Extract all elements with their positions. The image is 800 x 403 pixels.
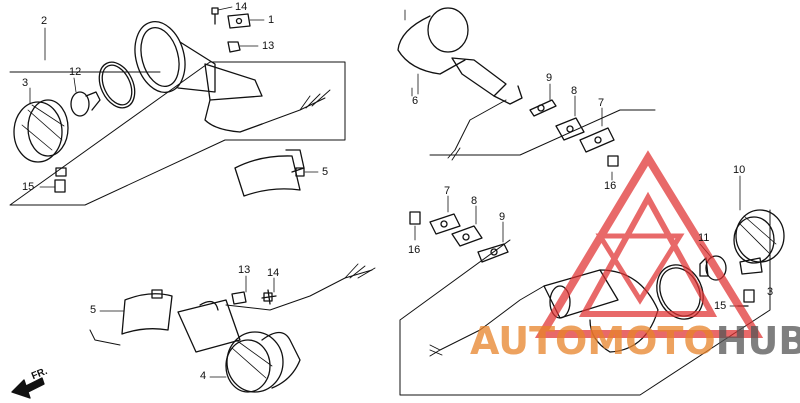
upper-right-frame [404, 9, 656, 156]
screw-part-15-upper [54, 167, 67, 193]
bulb-part-12 [70, 91, 101, 117]
housing-part-4 [177, 299, 301, 393]
nut-part-16-upper [607, 155, 619, 167]
label-part-7-upper: 7 [598, 97, 605, 109]
nut-part-13-upper [227, 41, 241, 53]
housing-part-2 [134, 21, 331, 133]
label-part-8-upper: 8 [571, 85, 578, 97]
label-part-2: 2 [41, 15, 48, 27]
label-part-16-lower: 16 [408, 244, 421, 256]
watermark-text-part3: HUB [715, 319, 800, 363]
label-part-1: 1 [268, 14, 275, 26]
spacer-part-7-upper [579, 127, 615, 153]
housing-part-6 [397, 7, 523, 161]
label-part-6: 6 [412, 95, 419, 107]
lower-right-frame [399, 209, 771, 396]
label-part-13-upper: 13 [262, 40, 275, 52]
label-part-12: 12 [69, 66, 82, 78]
leader-lines-right-middle [414, 195, 504, 243]
label-part-4: 4 [200, 370, 207, 382]
label-part-5-lower: 5 [90, 304, 97, 316]
spacer-part-9-upper [529, 99, 557, 117]
upper-left-frame [9, 61, 346, 206]
nut-part-13-lower [231, 291, 247, 305]
clamp-part-5-upper [234, 149, 305, 197]
label-part-8-lower: 8 [471, 195, 478, 207]
label-part-11: 11 [698, 232, 710, 244]
label-part-10: 10 [733, 164, 746, 176]
label-part-9-lower: 9 [499, 211, 506, 223]
front-direction-arrow [11, 377, 45, 399]
lower-left-frame [89, 329, 121, 346]
label-part-15-upper: 15 [22, 181, 35, 193]
spacer-part-9-lower [477, 243, 509, 263]
label-part-5-upper: 5 [322, 166, 329, 178]
spacer-part-7-lower [429, 213, 461, 235]
lens-part-10 [733, 209, 785, 275]
leader-lines-upper [29, 6, 319, 188]
label-part-13-lower: 13 [238, 264, 251, 276]
label-part-14-upper: 14 [235, 1, 248, 13]
leader-lines-lower [99, 275, 275, 378]
label-part-9-upper: 9 [546, 72, 553, 84]
label-part-7-lower: 7 [444, 185, 451, 197]
label-part-14-lower: 14 [267, 267, 280, 279]
label-part-16-upper: 16 [604, 180, 617, 192]
watermark-logo-icon [534, 150, 764, 338]
bulb-part-11 [699, 255, 727, 281]
watermark-text-part2: MOTO [587, 319, 716, 363]
spacer-part-8-lower [451, 225, 483, 247]
leader-lines-right-upper [417, 73, 741, 211]
spacer-part-8-upper [555, 117, 585, 141]
watermark-text: AUTOMOTOHUB [470, 322, 800, 360]
wire-harness-lower [225, 263, 376, 311]
label-part-3-lower: 3 [767, 286, 774, 298]
label-part-15-lower: 15 [714, 300, 727, 312]
clip-part-1 [227, 13, 251, 29]
screw-part-14-lower [261, 289, 277, 305]
clamp-part-5-lower [121, 289, 173, 335]
screw-part-14-upper [211, 7, 219, 25]
label-part-3-upper: 3 [22, 77, 29, 89]
watermark-text-part1: AUTO [470, 319, 588, 363]
lens-part-3-upper [13, 99, 69, 163]
nut-part-16-lower [409, 211, 421, 225]
gasket-ring-upper [98, 61, 136, 109]
